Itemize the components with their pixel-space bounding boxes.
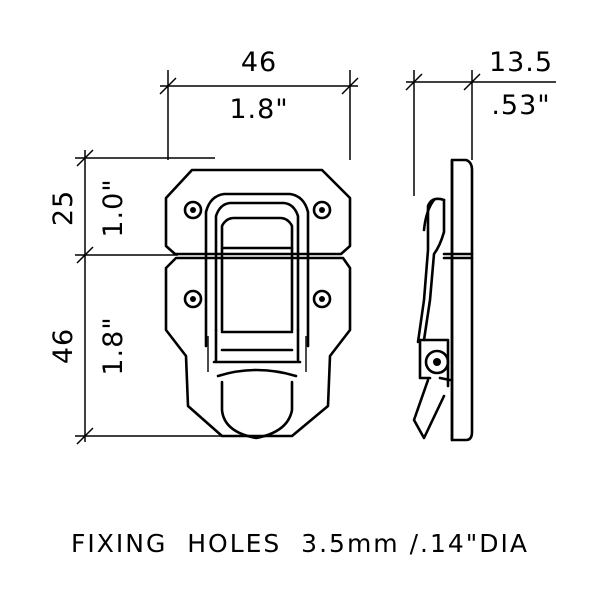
pivot-icon [418, 338, 450, 388]
width-in-label: 1.8" [229, 94, 288, 125]
hasp-hook [204, 192, 310, 348]
side-base-plate [450, 158, 474, 442]
lever-body [207, 328, 307, 440]
upper-height-in-label: 1.0" [98, 178, 129, 237]
fixing-hole-icon [312, 289, 332, 309]
lower-height-mm-label: 46 [48, 328, 79, 364]
lower-height-in-label: 1.8" [98, 316, 129, 375]
lower-plate [164, 256, 352, 438]
fixing-hole-icon [183, 289, 203, 309]
upper-height-mm-label: 25 [48, 190, 79, 226]
depth-mm-label: 13.5 [489, 47, 553, 78]
fixing-hole-icon [183, 200, 203, 220]
side-hook-profile [422, 198, 446, 342]
latch-front-view [164, 168, 352, 440]
height-dimension: 25 1.0" 46 1.8" [48, 149, 222, 445]
depth-dimension: 13.5 .53" [405, 47, 556, 196]
depth-in-label: .53" [491, 90, 550, 121]
fixing-hole-icon [312, 200, 332, 220]
width-mm-label: 46 [241, 47, 277, 78]
fixing-holes-caption: FIXING HOLES 3.5mm /.14"DIA [71, 529, 529, 558]
side-lever [412, 378, 446, 440]
upper-plate [164, 168, 352, 256]
width-dimension: 46 1.8" [159, 47, 359, 160]
latch-side-view [412, 158, 474, 442]
